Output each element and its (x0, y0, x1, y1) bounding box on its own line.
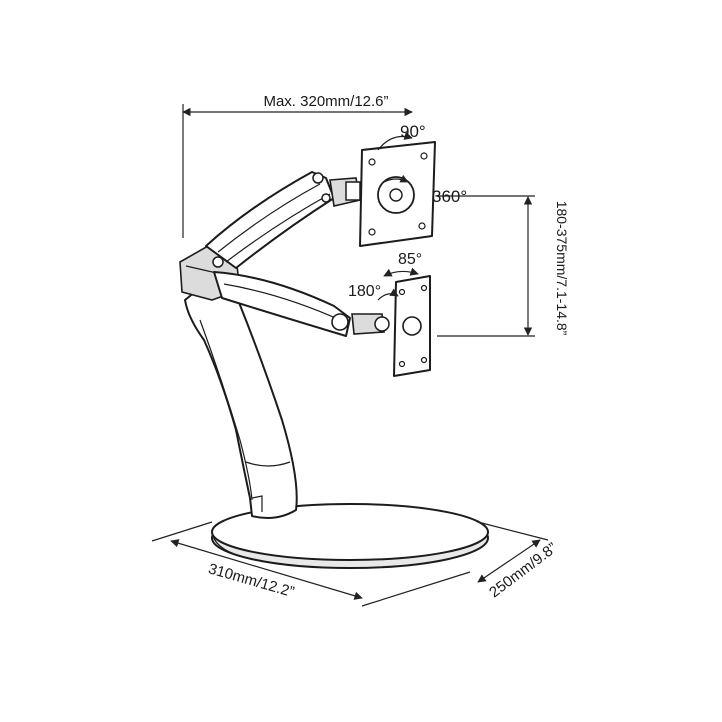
pan-arrow-icon (377, 288, 399, 301)
upper-arm (205, 171, 361, 269)
base-width-dimension (151, 521, 471, 607)
swivel-label: 85° (398, 251, 422, 268)
swivel-arrow-icon (383, 267, 419, 277)
base-depth-dimension (477, 521, 549, 583)
upper-vesa-plate (359, 141, 436, 247)
pan-label: 180° (348, 283, 381, 300)
lower-vesa-plate (393, 275, 431, 377)
base-depth-label: 250mm/9.8” (486, 540, 560, 602)
height-range-dimension (437, 195, 535, 337)
stand-pole (184, 290, 298, 519)
max-reach-label: Max. 320mm/12.6” (263, 93, 388, 110)
tilt-arrow-icon (377, 131, 413, 151)
max-reach-dimension (182, 104, 413, 238)
base-width-label: 310mm/12.2” (206, 560, 296, 601)
lower-arm (213, 271, 390, 337)
height-range-label: 180-375mm/7.1-14.8” (554, 201, 570, 336)
tilt-label: 90° (400, 122, 426, 141)
